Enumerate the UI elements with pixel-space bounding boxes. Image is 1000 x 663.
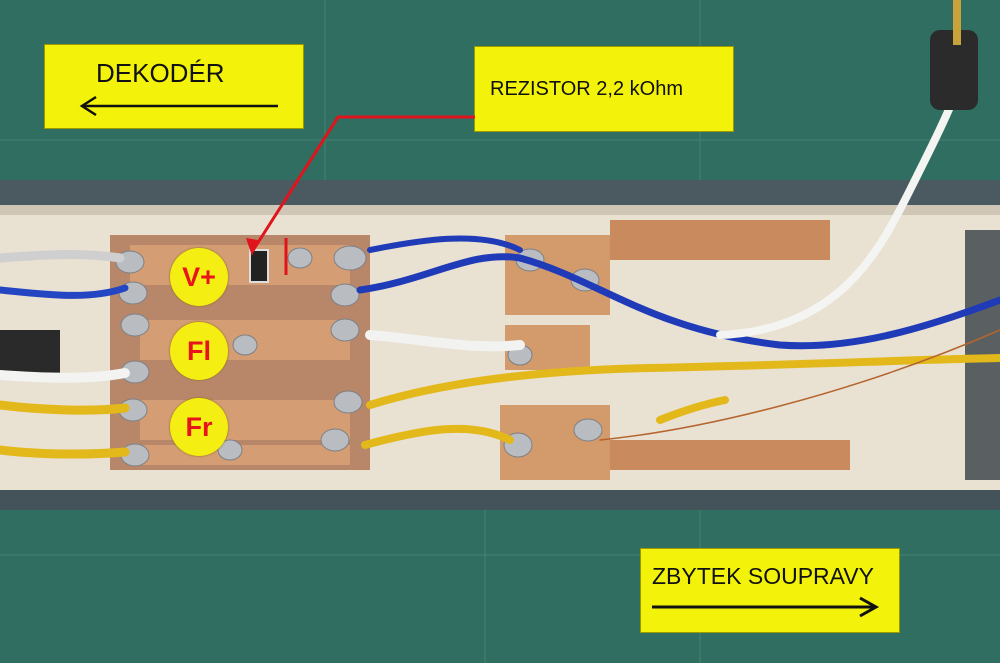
- copper-strip-top: [610, 220, 830, 260]
- pad-label-v-plus: V+: [182, 261, 216, 292]
- pad-badge-fl: Fl: [170, 322, 228, 380]
- chassis-slot-left: [0, 330, 60, 375]
- wire-blue-short: [367, 235, 523, 253]
- rest-of-train-label: ZBYTEK SOUPRAVY: [652, 563, 874, 589]
- wire-blue-left: [0, 284, 129, 299]
- wire-yellow-right: [656, 396, 729, 424]
- wire-yellow-lower: [361, 424, 514, 449]
- wire-white-main: [365, 330, 525, 352]
- wire-yellow-left-1: [0, 400, 130, 415]
- wires: [0, 91, 1000, 459]
- rest-of-train-label-bg: [640, 548, 900, 633]
- wire-yellow-left-2: [0, 445, 130, 459]
- connector-sleeve: [930, 30, 978, 110]
- wire-copper-thin: [599, 329, 1000, 441]
- wire-white-rising: [716, 91, 959, 339]
- chassis-shadow: [0, 205, 1000, 215]
- resistor-label: REZISTOR 2,2 kOhm: [490, 78, 684, 100]
- pad-label-fr: Fr: [185, 411, 213, 442]
- smd-resistor: [249, 249, 269, 283]
- pad-badge-v-plus: V+: [170, 248, 228, 306]
- pad-badge-fr: Fr: [170, 398, 228, 456]
- copper-strip-bottom: [610, 440, 850, 470]
- wire-blue-main: [356, 253, 1000, 350]
- connector-pin: [953, 0, 961, 45]
- wire-grey-top-left: [0, 250, 125, 263]
- wire-white-left: [0, 368, 130, 383]
- pcb-traces: [130, 245, 350, 465]
- decoder-label: DEKODÉR: [96, 58, 225, 88]
- pad-label-fl: Fl: [187, 335, 211, 366]
- wire-yellow-main: [366, 354, 1000, 409]
- resistor-label-bg: [474, 46, 734, 132]
- resistor-pointer-head: [246, 238, 258, 256]
